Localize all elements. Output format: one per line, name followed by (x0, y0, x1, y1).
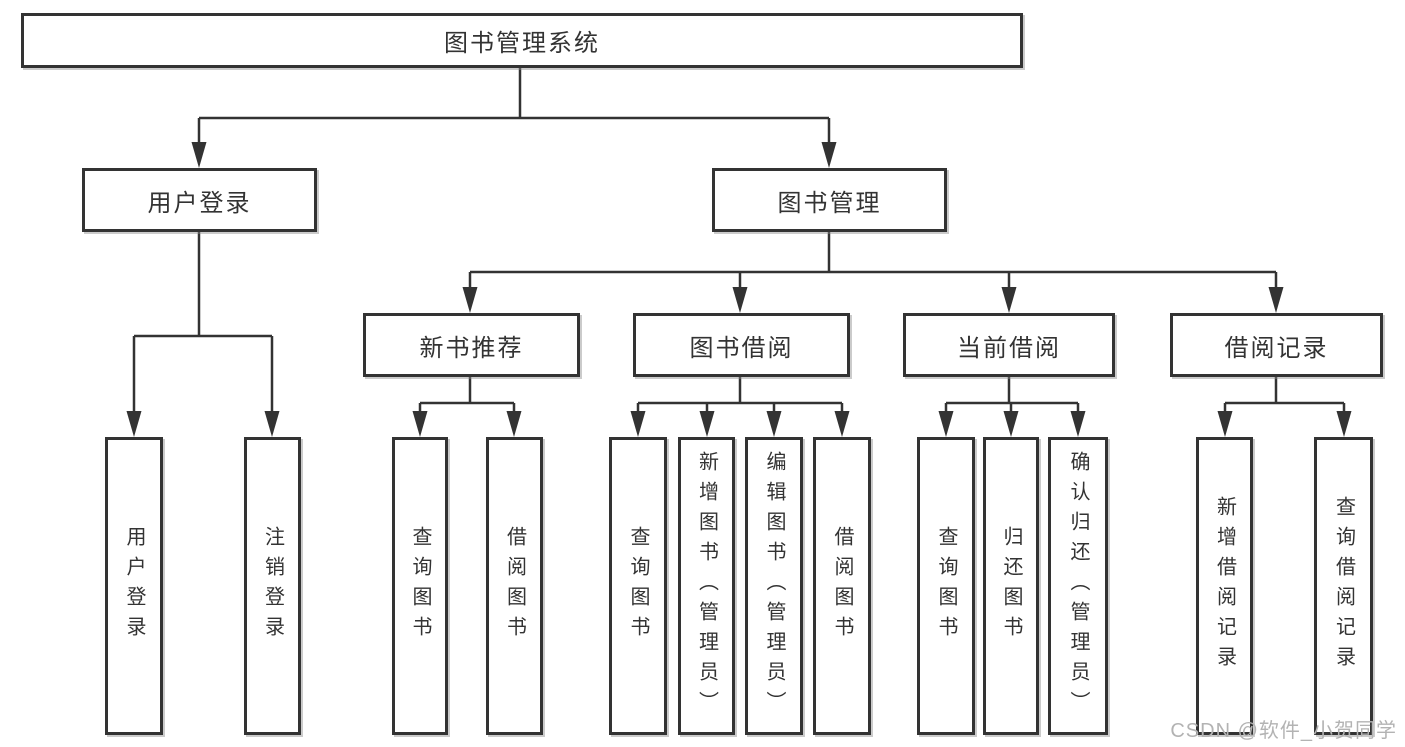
leaf-borrow-edit-books-admin: 编辑图书（管理员） (745, 437, 803, 735)
node-user-login: 用户登录 (82, 168, 317, 232)
leaf-current-return-books: 归还图书 (983, 437, 1039, 735)
arrow-down-icon (1336, 411, 1352, 437)
node-label: 编辑图书（管理员） (763, 451, 785, 721)
node-label: 图书管理系统 (444, 30, 600, 57)
node-borrow-records: 借阅记录 (1170, 313, 1383, 377)
node-current-borrow: 当前借阅 (903, 313, 1115, 377)
node-label: 借阅图书 (503, 526, 526, 646)
arrow-down-icon (191, 142, 207, 168)
node-label: 当前借阅 (957, 334, 1061, 362)
arrow-down-icon (821, 142, 837, 168)
arrow-down-icon (1001, 287, 1017, 313)
arrow-down-icon (506, 411, 522, 437)
arrow-down-icon (462, 287, 478, 313)
leaf-borrow-borrow-books: 借阅图书 (813, 437, 871, 735)
leaf-borrow-add-books-admin: 新增图书（管理员） (678, 437, 735, 735)
node-label: 查询借阅记录 (1332, 496, 1355, 676)
node-label: 查询图书 (935, 526, 957, 646)
arrow-down-icon (766, 411, 782, 437)
leaf-recommend-query-books: 查询图书 (392, 437, 448, 735)
arrow-down-icon (264, 411, 280, 437)
arrow-down-icon (1217, 411, 1233, 437)
leaf-records-query-record: 查询借阅记录 (1314, 437, 1373, 735)
arrow-down-icon (412, 411, 428, 437)
borrow-records-children-connector (1217, 377, 1352, 437)
node-label: 用户登录 (147, 189, 252, 217)
node-label: 借阅记录 (1224, 334, 1329, 362)
node-label: 归还图书 (1000, 526, 1022, 646)
user-login-children-connector (126, 232, 280, 437)
arrow-down-icon (732, 287, 748, 313)
leaf-current-query-books: 查询图书 (917, 437, 975, 735)
new-book-recommend-children-connector (412, 377, 522, 437)
arrow-down-icon (1070, 411, 1086, 437)
node-label: 借阅图书 (831, 526, 853, 646)
leaf-borrow-query-books: 查询图书 (609, 437, 667, 735)
node-label: 图书管理 (777, 189, 882, 217)
current-borrow-children-connector (938, 377, 1086, 437)
arrow-down-icon (126, 411, 142, 437)
node-library-system: 图书管理系统 (21, 13, 1023, 68)
node-book-management: 图书管理 (712, 168, 947, 232)
node-label: 查询图书 (409, 526, 431, 646)
node-label: 确认归还（管理员） (1067, 451, 1089, 721)
arrow-down-icon (834, 411, 850, 437)
node-label: 新增图书（管理员） (695, 451, 718, 721)
node-label: 新书推荐 (419, 334, 524, 362)
node-label: 新增借阅记录 (1213, 496, 1236, 676)
arrow-down-icon (699, 411, 715, 437)
leaf-logout-login: 注销登录 (244, 437, 301, 735)
arrow-down-icon (1003, 411, 1019, 437)
arrow-down-icon (938, 411, 954, 437)
node-label: 注销登录 (261, 526, 284, 646)
leaf-user-login: 用户登录 (105, 437, 163, 735)
book-borrow-children-connector (630, 377, 850, 437)
node-label: 图书借阅 (689, 334, 794, 362)
book-management-children-connector (462, 232, 1284, 313)
leaf-recommend-borrow-books: 借阅图书 (486, 437, 543, 735)
leaf-current-confirm-return-admin: 确认归还（管理员） (1048, 437, 1108, 735)
csdn-watermark: CSDN @软件_小贺同学 (1170, 720, 1397, 742)
node-new-book-recommend: 新书推荐 (363, 313, 580, 377)
leaf-records-add-record: 新增借阅记录 (1196, 437, 1253, 735)
arrow-down-icon (1268, 287, 1284, 313)
node-label: 查询图书 (627, 526, 649, 646)
node-book-borrow: 图书借阅 (633, 313, 850, 377)
root-to-level2-connector (191, 68, 837, 168)
arrow-down-icon (630, 411, 646, 437)
node-label: 用户登录 (123, 526, 145, 646)
